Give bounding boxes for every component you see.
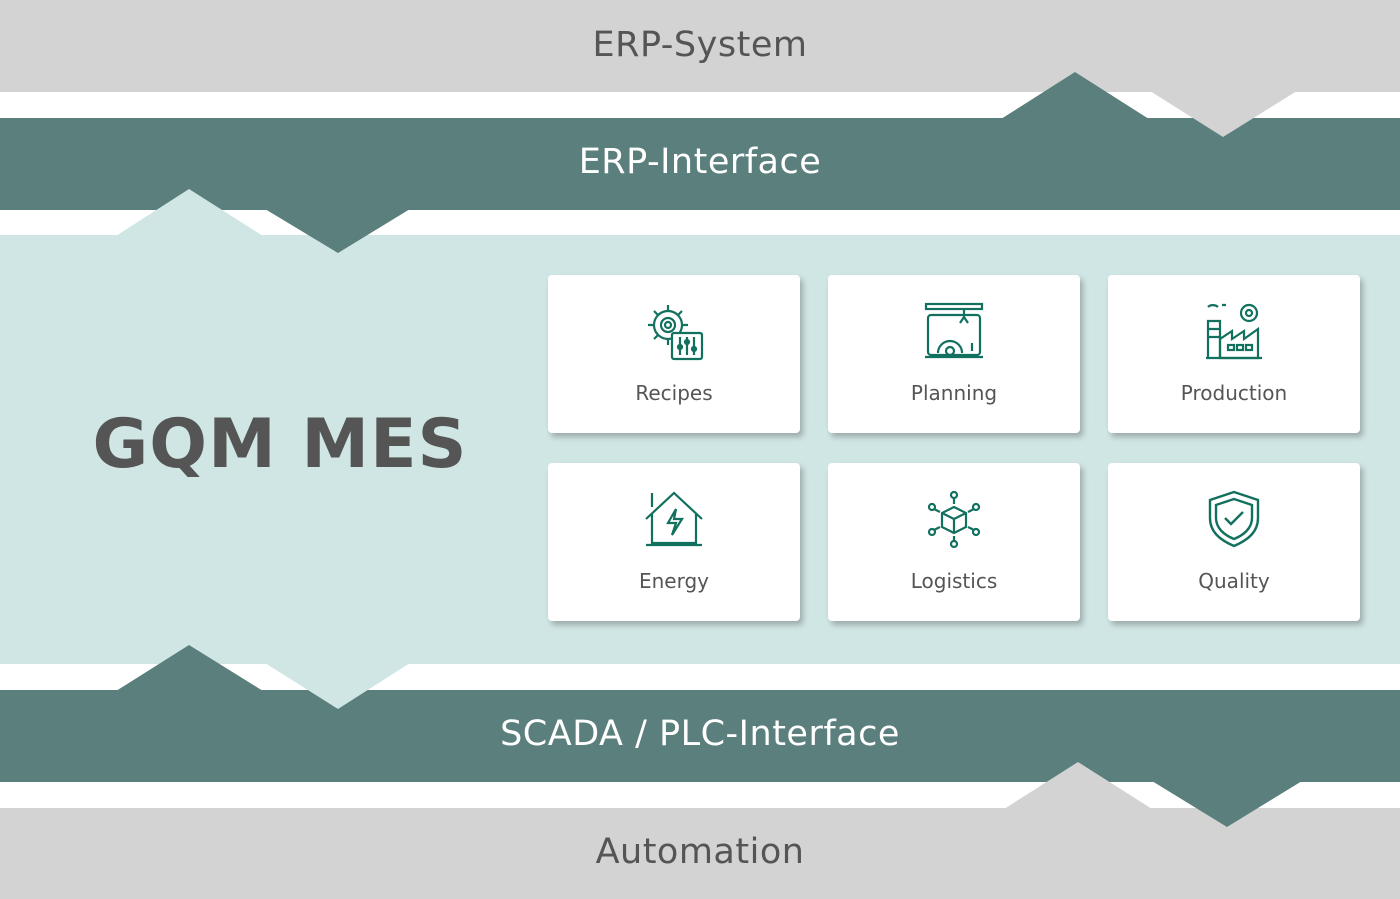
module-card-logistics[interactable]: Logistics	[828, 463, 1080, 621]
factory-gear-icon	[1206, 303, 1262, 360]
module-card-production[interactable]: Production	[1108, 275, 1360, 433]
arrow-up-mes	[116, 645, 263, 691]
shield-check-icon	[1208, 490, 1260, 548]
module-label: Recipes	[635, 381, 713, 405]
erp-interface-band	[0, 118, 1400, 210]
module-card-recipes[interactable]: Recipes	[548, 275, 800, 433]
erp-system-label: ERP-System	[592, 25, 808, 65]
arrow-up-erp-interface	[116, 189, 263, 236]
automation-band	[0, 808, 1400, 899]
network-box-icon	[927, 490, 981, 549]
arrow-up-automation	[1004, 762, 1152, 809]
module-label: Quality	[1198, 569, 1270, 593]
arrow-up-erp	[1001, 72, 1149, 119]
module-card-quality[interactable]: Quality	[1108, 463, 1360, 621]
automation-label: Automation	[595, 832, 805, 872]
house-lightning-icon	[645, 491, 703, 547]
arrow-down-automation	[1152, 781, 1302, 827]
scada-interface-label: SCADA / PLC-Interface	[500, 714, 900, 754]
module-card-energy[interactable]: Energy	[548, 463, 800, 621]
robot-arm-gear-icon	[924, 302, 984, 359]
arrow-down-mes	[265, 663, 410, 709]
erp-system-band	[0, 0, 1400, 92]
scada-interface-band	[0, 690, 1400, 782]
module-label: Logistics	[910, 569, 998, 593]
arrow-down-erp-interface	[265, 209, 410, 253]
arrow-down-erp	[1150, 91, 1297, 137]
module-label: Production	[1180, 381, 1288, 405]
gear-sliders-icon	[648, 305, 704, 361]
module-label: Energy	[638, 569, 710, 593]
module-card-planning[interactable]: Planning	[828, 275, 1080, 433]
module-label: Planning	[910, 381, 998, 405]
erp-interface-label: ERP-Interface	[578, 142, 822, 182]
mes-title: GQM MES	[92, 405, 468, 484]
